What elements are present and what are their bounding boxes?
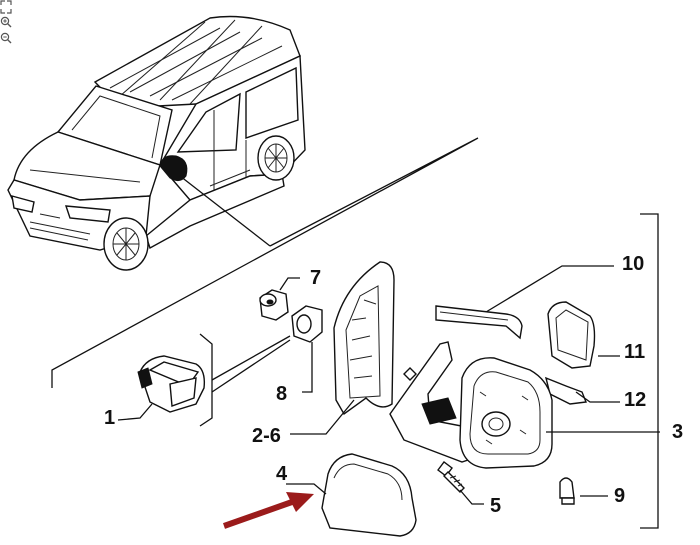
leader-10 xyxy=(485,265,614,313)
callout-4: 4 xyxy=(276,463,288,485)
callout-11: 11 xyxy=(624,341,645,363)
callout-9: 9 xyxy=(614,485,625,507)
exploded-frame xyxy=(51,137,479,388)
callout-7: 7 xyxy=(310,267,321,289)
callout-10: 10 xyxy=(622,253,644,275)
part-5-screw xyxy=(437,461,465,493)
bracket-switch xyxy=(199,333,213,427)
callout-12: 12 xyxy=(624,389,646,411)
leader-switch-link xyxy=(211,335,291,393)
leader-8 xyxy=(302,342,313,393)
callout-5: 5 xyxy=(490,495,501,517)
zoom-out-icon[interactable] xyxy=(0,32,12,46)
part-4-cap xyxy=(321,453,417,537)
expand-icon[interactable] xyxy=(0,0,12,14)
part-11-glass xyxy=(547,301,596,369)
part-7-knob xyxy=(259,289,289,321)
leader-7 xyxy=(279,277,300,291)
leader-12 xyxy=(575,391,620,403)
part-3-mirror-assembly xyxy=(389,341,553,469)
bracket-assembly xyxy=(640,213,659,529)
part-9-bulb xyxy=(559,477,575,505)
leader-5 xyxy=(459,489,484,505)
pointer-arrow xyxy=(223,492,314,529)
vehicle-illustration xyxy=(7,15,306,271)
leader-1 xyxy=(117,403,153,421)
callout-8: 8 xyxy=(276,383,287,405)
part-1-switch xyxy=(137,355,206,413)
leader-4 xyxy=(286,483,327,495)
zoom-in-icon[interactable] xyxy=(0,16,12,30)
part-10-strip xyxy=(435,305,523,340)
callout-1: 1 xyxy=(104,407,115,429)
part-2-6-housing xyxy=(333,261,417,416)
leader-2-6 xyxy=(290,399,355,435)
viewer-toolbar xyxy=(0,0,14,48)
callout-3: 3 xyxy=(672,421,683,443)
part-8-cap xyxy=(291,305,323,343)
callout-2-6: 2-6 xyxy=(252,425,281,447)
leader-vehicle xyxy=(179,175,271,247)
